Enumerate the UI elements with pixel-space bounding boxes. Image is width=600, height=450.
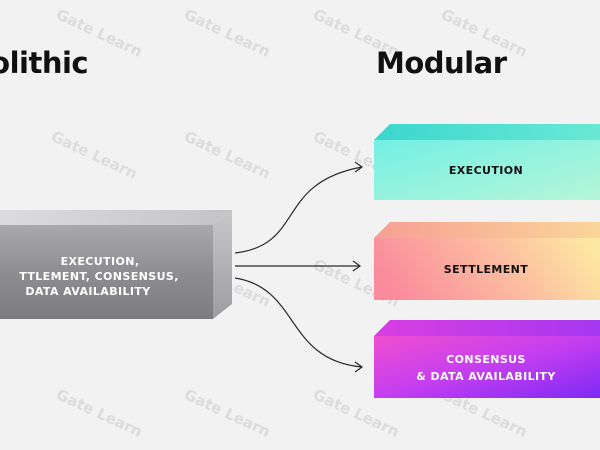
settlement-layer-block: [374, 222, 600, 300]
monolithic-heading: nolithic: [0, 46, 89, 80]
monolithic-block-label: EXECUTION, TTLEMENT, CONSENSUS, DATA AVA…: [0, 254, 200, 299]
consensus-label-line: CONSENSUS: [446, 353, 526, 366]
monolithic-block-top: [0, 210, 232, 225]
arrowhead: [352, 260, 362, 272]
arrows: [234, 161, 364, 373]
execution-layer-top: [374, 124, 600, 140]
monolithic-label-line: DATA AVAILABILITY: [25, 285, 151, 298]
consensus-label-line: & DATA AVAILABILITY: [416, 370, 556, 383]
watermark-text: Gate Learn: [181, 127, 273, 183]
monolithic-label-line: EXECUTION,: [60, 255, 140, 268]
monolithic-block: [0, 210, 232, 319]
settlement-layer-label: SETTLEMENT: [443, 263, 529, 276]
watermark-text: Gate Learn: [181, 385, 273, 441]
execution-layer-block: [374, 124, 600, 200]
settlement-layer-front: [374, 238, 600, 300]
arrow-to-consensus: [234, 277, 363, 368]
watermark-text: Gate Learn: [181, 5, 273, 61]
monolithic-block-front: [0, 225, 213, 319]
arrowhead: [354, 161, 364, 173]
consensus-layer-front: [374, 336, 600, 398]
watermark-text: Gate Learn: [53, 385, 145, 441]
arrow-to-execution: [234, 166, 363, 254]
watermark-text: Gate Learn: [48, 127, 140, 183]
monolithic-block-side: [213, 210, 232, 319]
execution-layer-front: [374, 140, 600, 200]
consensus-layer-label: CONSENSUS & DATA AVAILABILITY: [374, 351, 598, 385]
settlement-layer-top: [374, 222, 600, 238]
consensus-layer-block: [374, 320, 600, 398]
consensus-layer-top: [374, 320, 600, 336]
arrowhead: [354, 361, 364, 373]
modular-heading: Modular: [376, 46, 507, 80]
execution-layer-label: EXECUTION: [448, 164, 524, 177]
monolithic-label-line: TTLEMENT, CONSENSUS,: [19, 270, 179, 283]
